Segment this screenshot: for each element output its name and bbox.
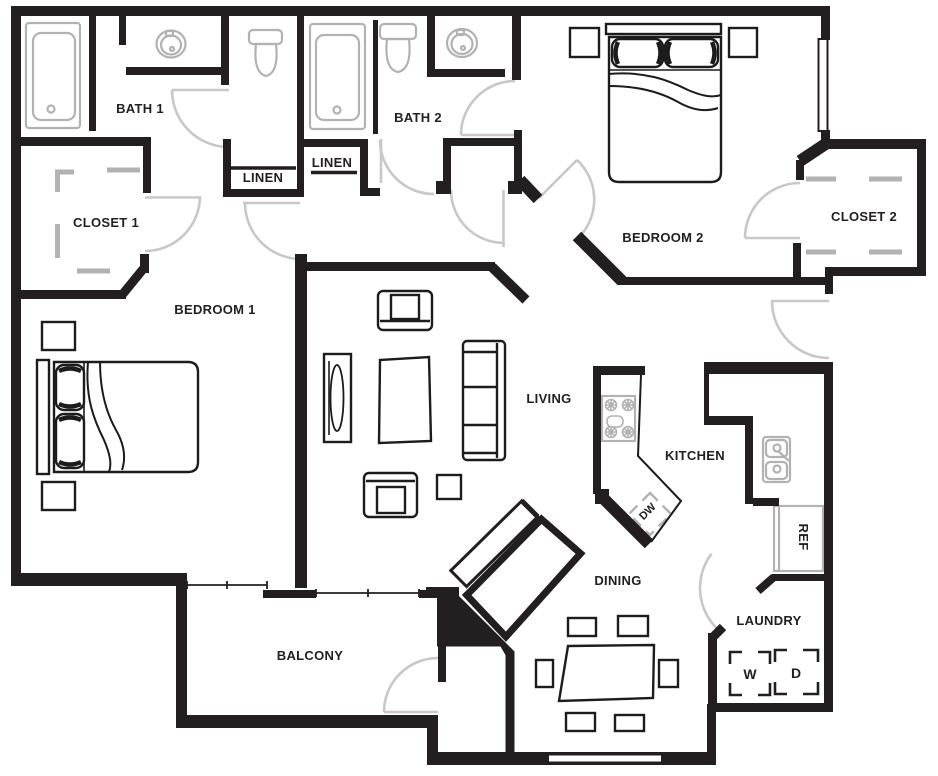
svg-text:D: D <box>791 665 801 681</box>
svg-text:BATH 1: BATH 1 <box>116 101 164 116</box>
svg-text:CLOSET 2: CLOSET 2 <box>831 209 897 224</box>
svg-text:BALCONY: BALCONY <box>277 648 343 663</box>
svg-text:LIVING: LIVING <box>526 391 571 406</box>
svg-text:REF: REF <box>796 524 811 551</box>
svg-text:LAUNDRY: LAUNDRY <box>736 613 801 628</box>
svg-text:CLOSET 1: CLOSET 1 <box>73 215 139 230</box>
svg-text:KITCHEN: KITCHEN <box>665 448 725 463</box>
svg-text:W: W <box>743 666 757 682</box>
svg-text:BATH 2: BATH 2 <box>394 110 442 125</box>
svg-text:BEDROOM 1: BEDROOM 1 <box>174 302 255 317</box>
svg-text:LINEN: LINEN <box>243 170 284 185</box>
svg-text:DINING: DINING <box>594 573 641 588</box>
svg-text:LINEN: LINEN <box>312 155 353 170</box>
svg-text:BEDROOM 2: BEDROOM 2 <box>622 230 703 245</box>
